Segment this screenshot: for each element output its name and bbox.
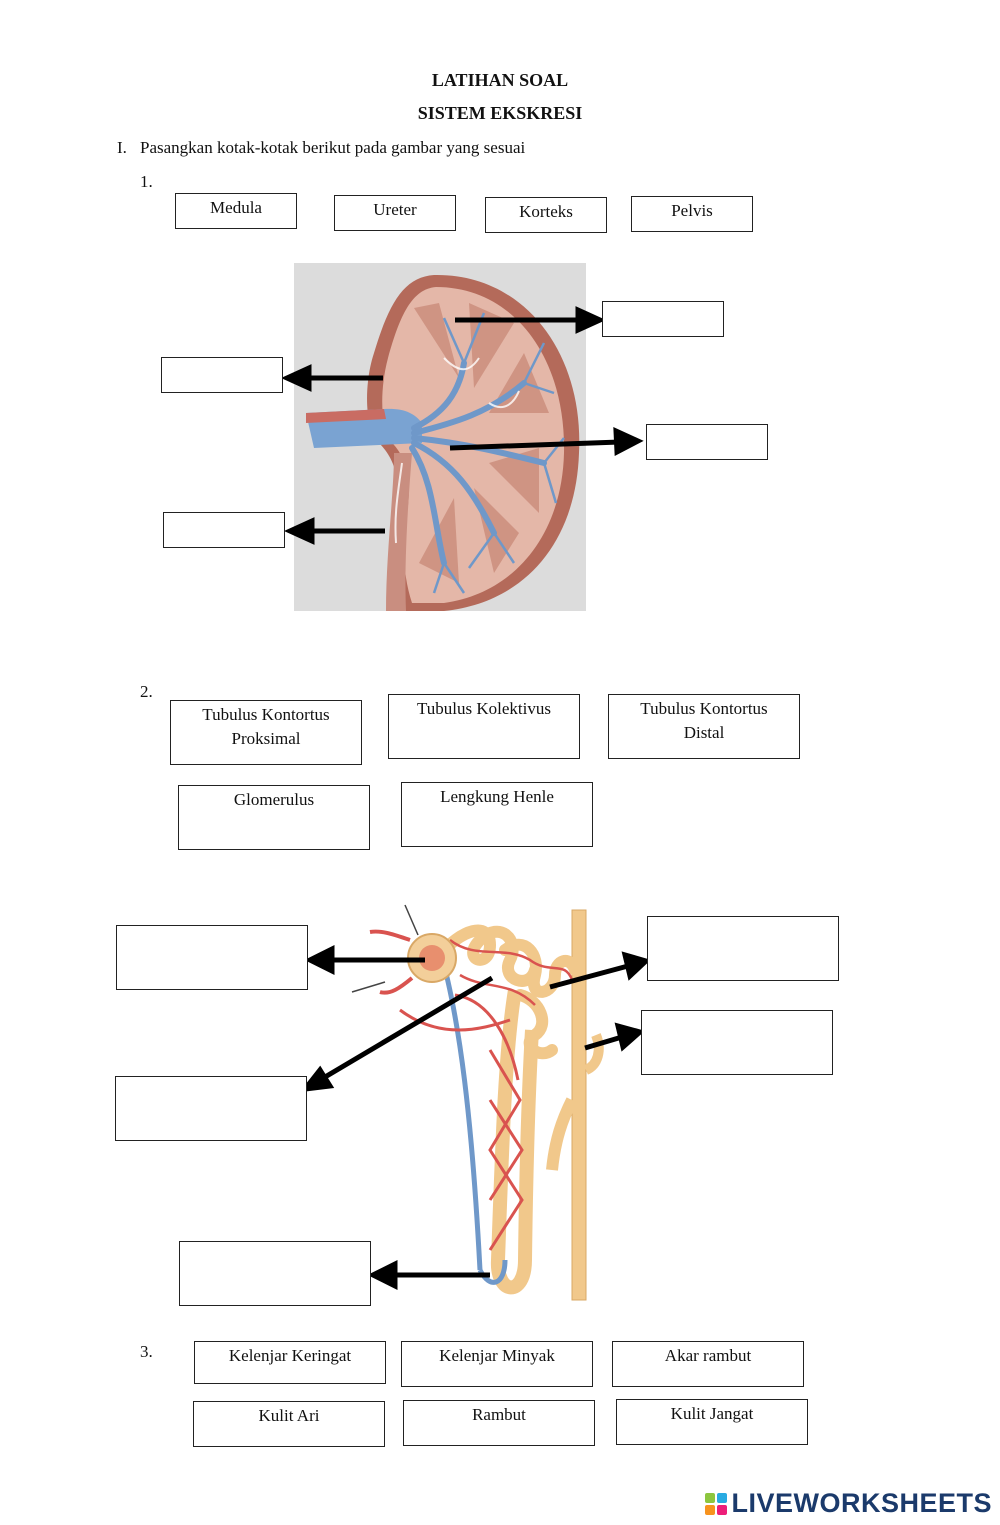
kidney-arrows <box>280 306 644 545</box>
worksheet-title: LATIHAN SOAL <box>431 70 569 90</box>
liveworksheets-mark-icon <box>705 1492 728 1515</box>
label-medula[interactable]: Medula <box>175 193 297 229</box>
label-rambut[interactable]: Rambut <box>403 1400 595 1446</box>
label-kelenjar-minyak[interactable]: Kelenjar Minyak <box>401 1341 593 1387</box>
nephron-answer-box-right-middle[interactable] <box>641 1010 833 1075</box>
nephron-answer-box-left-middle[interactable] <box>115 1076 307 1141</box>
worksheet-subtitle: SISTEM EKSKRESI <box>417 103 583 123</box>
label-akar-rambut[interactable]: Akar rambut <box>612 1341 804 1387</box>
kidney-diagram <box>294 263 586 611</box>
label-kulit-ari[interactable]: Kulit Ari <box>193 1401 385 1447</box>
question-3-number: 3. <box>140 1342 153 1361</box>
label-line: Tubulus Kolektivus <box>417 699 551 718</box>
nephron-answer-box-right-top[interactable] <box>647 916 839 981</box>
kidney-answer-box-left-lower[interactable] <box>163 512 285 548</box>
label-line: Tubulus Kontortus <box>640 699 768 718</box>
question-2-number: 2. <box>140 682 153 701</box>
nephron-answer-box-left-top[interactable] <box>116 925 308 990</box>
liveworksheets-logo[interactable]: LIVEWORKSHEETS <box>705 1488 992 1519</box>
label-line: Distal <box>683 723 725 742</box>
instruction-text: Pasangkan kotak-kotak berikut pada gamba… <box>140 138 526 157</box>
label-kulit-jangat[interactable]: Kulit Jangat <box>616 1399 808 1445</box>
label-line: Tubulus Kontortus <box>202 705 330 724</box>
label-glomerulus[interactable]: Glomerulus <box>178 785 370 850</box>
label-korteks[interactable]: Korteks <box>485 197 607 233</box>
kidney-answer-box-right[interactable] <box>646 424 768 460</box>
label-ureter[interactable]: Ureter <box>334 195 456 231</box>
label-line: Glomerulus <box>233 790 315 809</box>
nephron-answer-box-left-bottom[interactable] <box>179 1241 371 1306</box>
label-line: Proksimal <box>231 729 301 748</box>
label-kelenjar-keringat[interactable]: Kelenjar Keringat <box>194 1341 386 1384</box>
label-pelvis[interactable]: Pelvis <box>631 196 753 232</box>
label-tubulus-kontortus-proksimal[interactable]: Tubulus Kontortus Proksimal <box>170 700 362 765</box>
nephron-diagram <box>351 904 604 1301</box>
label-lengkung-henle[interactable]: Lengkung Henle <box>401 782 593 847</box>
kidney-answer-box-left-upper[interactable] <box>161 357 283 393</box>
question-1-number: 1. <box>140 172 153 191</box>
label-tubulus-kolektivus[interactable]: Tubulus Kolektivus <box>388 694 580 759</box>
nephron-arrows <box>299 944 651 1291</box>
label-tubulus-kontortus-distal[interactable]: Tubulus Kontortus Distal <box>608 694 800 759</box>
section-number: I. <box>117 138 127 157</box>
label-line: Lengkung Henle <box>440 787 554 806</box>
brand-text: LIVEWORKSHEETS <box>731 1488 992 1518</box>
kidney-answer-box-top-right[interactable] <box>602 301 724 337</box>
